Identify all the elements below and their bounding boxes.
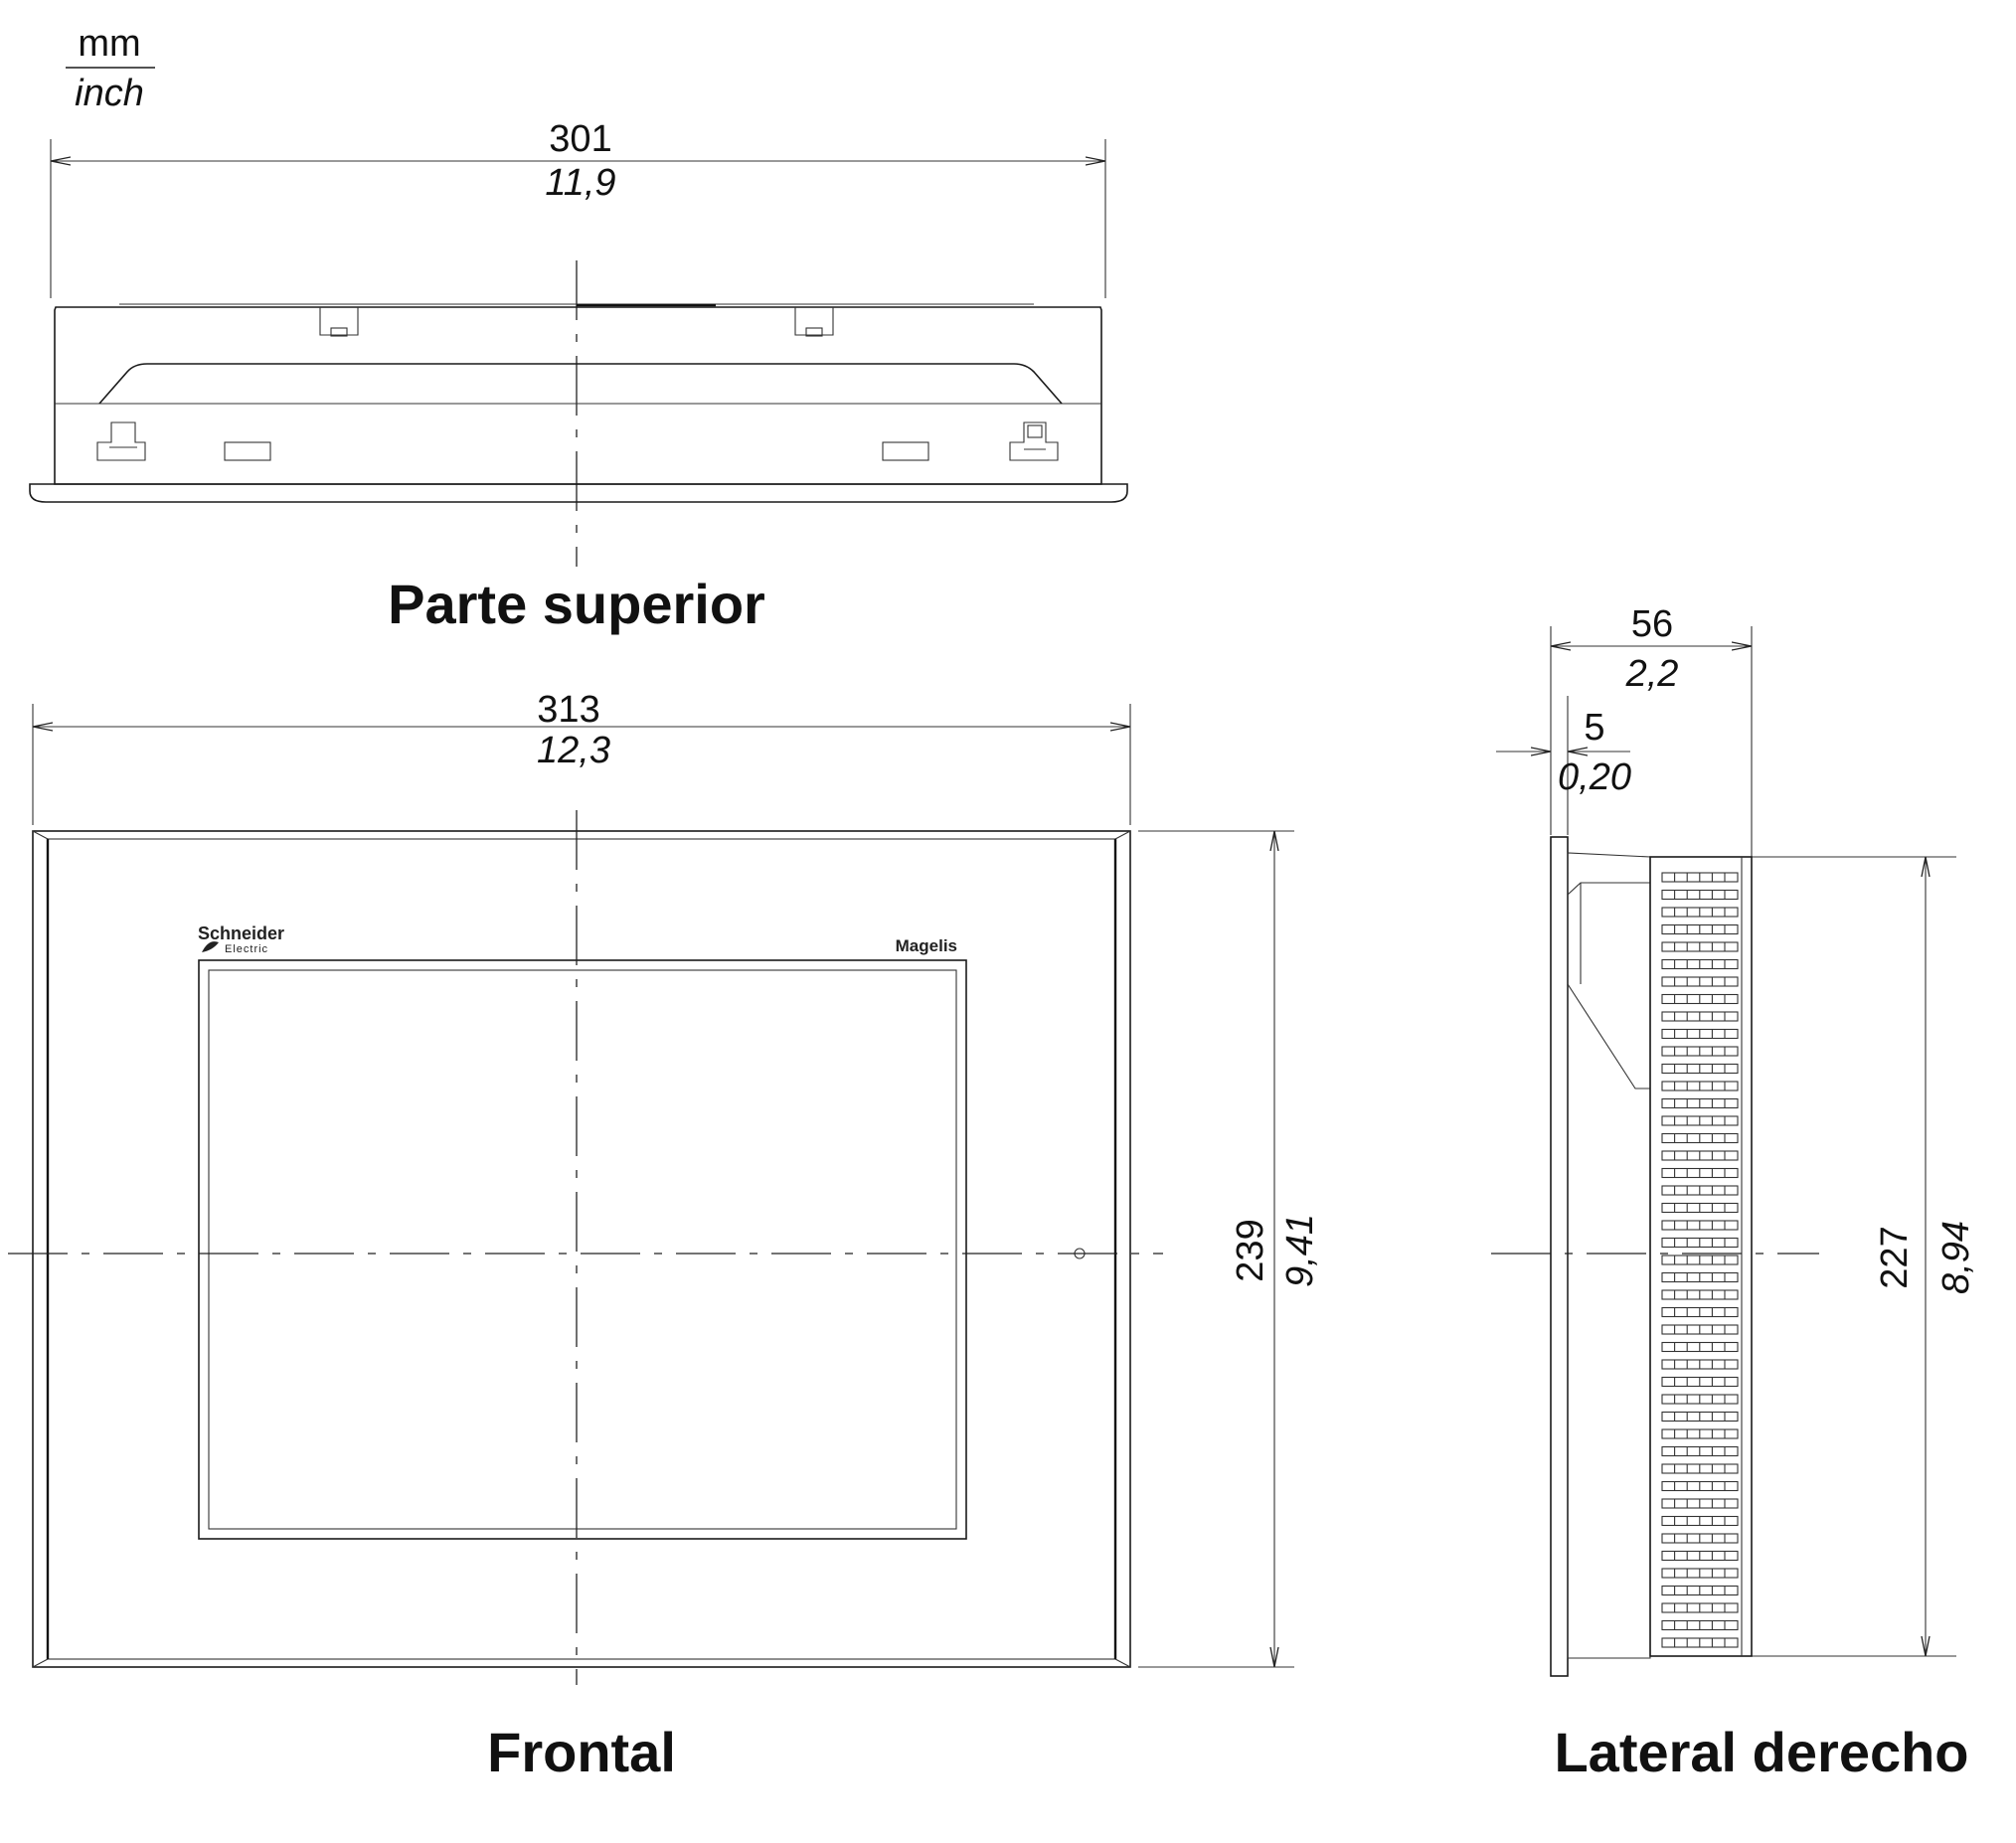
electric-logo-text: Electric	[225, 943, 268, 955]
front-view: 313 12,3 239 9,41 Schneider	[8, 689, 1321, 1783]
side-depth-dimension: 56 2,2	[1550, 603, 1753, 857]
magelis-logo-text: Magelis	[896, 936, 957, 955]
front-height-dimension: 239 9,41	[1138, 830, 1321, 1668]
side-view-body	[1550, 836, 1753, 1677]
side-bezel-mm: 5	[1584, 707, 1604, 749]
top-width-mm: 301	[549, 118, 611, 160]
side-bezel-inch: 0,20	[1558, 756, 1631, 798]
front-height-mm: 239	[1230, 1219, 1271, 1281]
side-depth-mm: 56	[1631, 603, 1673, 645]
side-height-mm: 227	[1874, 1226, 1916, 1288]
top-view-body	[29, 303, 1128, 503]
top-view-title: Parte superior	[388, 573, 765, 635]
front-width-inch: 12,3	[537, 730, 610, 771]
top-view: 301 11,9 Parte super	[29, 118, 1128, 635]
front-bezel	[32, 830, 1131, 1668]
front-height-inch: 9,41	[1279, 1214, 1321, 1287]
side-depth-inch: 2,2	[1625, 653, 1679, 695]
schneider-logo-icon	[202, 941, 219, 952]
side-height-inch: 8,94	[1935, 1221, 1977, 1294]
side-ventilation-slots	[1661, 872, 1739, 1648]
side-bezel-dimension: 5 0,20	[1496, 696, 1631, 835]
side-view-title: Lateral derecho	[1554, 1721, 1968, 1783]
front-screen	[198, 959, 967, 1540]
side-view: 56 2,2 5 0,20 227 8,94	[1491, 603, 1977, 1783]
top-width-dimension: 301 11,9	[50, 118, 1106, 298]
side-height-dimension: 227 8,94	[1650, 856, 1977, 1657]
front-width-dimension: 313 12,3	[32, 689, 1131, 825]
top-width-inch: 11,9	[545, 162, 615, 204]
units-primary-label: mm	[78, 23, 140, 65]
schneider-logo-text: Schneider	[198, 923, 284, 943]
units-secondary-label: inch	[75, 73, 144, 114]
front-view-title: Frontal	[487, 1721, 676, 1783]
front-width-mm: 313	[537, 689, 599, 731]
units-legend: mm inch	[66, 23, 155, 114]
